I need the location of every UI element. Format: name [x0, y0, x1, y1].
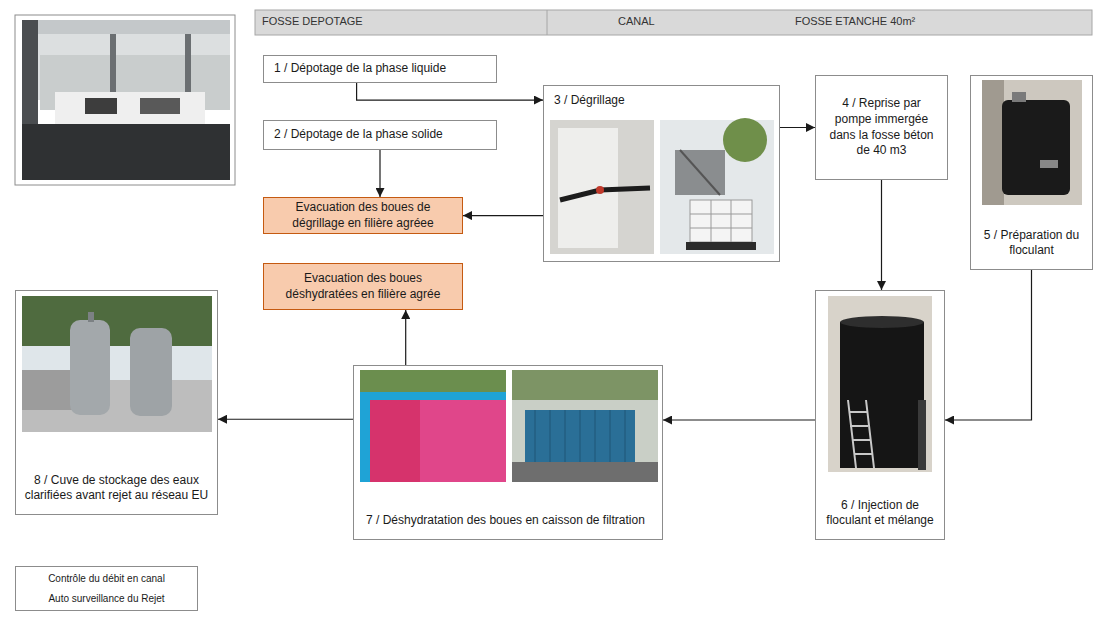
section-heading: FOSSE DEPOTAGE	[262, 15, 363, 27]
storage-tank	[70, 320, 110, 415]
step-text: 8 / Cuve de stockage des eaux clarifiées…	[24, 473, 209, 504]
step-text: Evacuation des boues déshydratées en fil…	[270, 271, 456, 302]
section-heading: FOSSE ETANCHE 40m²	[795, 15, 915, 27]
storage-tank	[130, 328, 172, 416]
step-text: 6 / Injection de floculant et mélange	[822, 498, 938, 529]
screen-machine	[675, 150, 725, 195]
storage-tank-photo	[22, 296, 212, 432]
box-rim	[360, 392, 506, 400]
machine-frame	[680, 150, 720, 195]
step-text: 1 / Dépotage de la phase liquide	[274, 61, 486, 77]
photo-step-box: 6 / Injection de floculant et mélange	[815, 290, 945, 540]
photo-frame	[15, 15, 235, 185]
ground	[512, 462, 658, 482]
step-text: 4 / Reprise par pompe immergée dans la f…	[824, 96, 939, 158]
step-text: Contrôle du débit en canal	[22, 572, 191, 585]
tree	[723, 118, 767, 162]
trees	[22, 296, 212, 346]
flow-arrow	[463, 215, 543, 216]
step-text: Evacuation des boues de dégrillage en fi…	[270, 200, 456, 231]
section-heading: CANAL	[618, 15, 655, 27]
tank	[840, 322, 924, 468]
pipe	[918, 400, 926, 470]
skip-ribs	[535, 410, 625, 462]
ibc-container	[690, 200, 752, 242]
step-box: 2 / Dépotage de la phase solide	[263, 120, 497, 150]
step-text: 7 / Déshydratation des boues en caisson …	[366, 513, 650, 529]
header-divider	[547, 10, 548, 35]
header-bar	[255, 10, 1092, 35]
tank	[1002, 100, 1070, 195]
ibc-cage	[690, 200, 752, 242]
flow-arrow	[357, 83, 543, 100]
valve	[596, 186, 604, 194]
photo-step-box: 8 / Cuve de stockage des eaux clarifiées…	[15, 290, 218, 515]
box-rim	[360, 392, 370, 482]
box-interior	[360, 392, 506, 482]
step-box: 1 / Dépotage de la phase liquide	[263, 55, 497, 83]
step-text: 2 / Dépotage de la phase solide	[274, 127, 486, 143]
pallet	[686, 242, 756, 250]
pipe	[560, 188, 650, 200]
flow-arrow	[405, 310, 406, 365]
filtration-box-photo	[360, 370, 658, 482]
wall-shadow	[982, 80, 1004, 205]
pit-opening	[85, 98, 117, 114]
ladder	[848, 400, 874, 468]
skip-container	[525, 410, 635, 462]
concrete-pit	[55, 92, 205, 124]
flow-arrow	[881, 180, 882, 290]
photo-step-box: 7 / Déshydratation des boues en caisson …	[353, 365, 663, 540]
photo-step-box: 3 / Dégrillage	[543, 85, 780, 262]
steel-column	[22, 20, 38, 130]
pit-opening	[140, 98, 180, 114]
floor	[22, 124, 230, 180]
sky	[22, 296, 212, 432]
mixing-tank-photo	[828, 296, 932, 472]
step-text: Auto surveillance du Rejet	[22, 592, 191, 605]
photo-step-box: 5 / Préparation du floculant	[970, 75, 1093, 270]
disposal-box: Evacuation des boues de dégrillage en fi…	[263, 197, 463, 234]
flow-arrow	[663, 419, 815, 420]
warehouse-photo	[15, 15, 235, 185]
step-text: 5 / Préparation du floculant	[977, 228, 1086, 259]
flow-arrow	[780, 127, 815, 128]
trees	[360, 370, 506, 482]
wall	[982, 80, 1082, 205]
step-text: 3 / Dégrillage	[554, 93, 769, 109]
roof-beam	[22, 20, 230, 34]
tank-vent	[88, 312, 94, 322]
flow-arrow	[945, 270, 1032, 420]
tank-valve	[1040, 160, 1058, 168]
tank-top	[840, 316, 924, 328]
wall	[828, 296, 932, 472]
step-box: 4 / Reprise par pompe immergée dans la f…	[815, 75, 948, 180]
disposal-box: Evacuation des boues déshydratées en fil…	[263, 263, 463, 310]
wall	[550, 120, 654, 254]
flow-arrow	[379, 150, 380, 197]
tank-fitting	[1012, 92, 1026, 102]
trees	[512, 370, 658, 400]
screening-photo	[550, 118, 774, 254]
monitoring-box: Contrôle du débit en canalAuto surveilla…	[15, 566, 198, 611]
wall	[22, 370, 72, 410]
flow-arrow	[218, 419, 353, 420]
sky	[512, 370, 658, 482]
flocculant-tank-photo	[982, 80, 1082, 205]
box-wall	[420, 400, 506, 482]
